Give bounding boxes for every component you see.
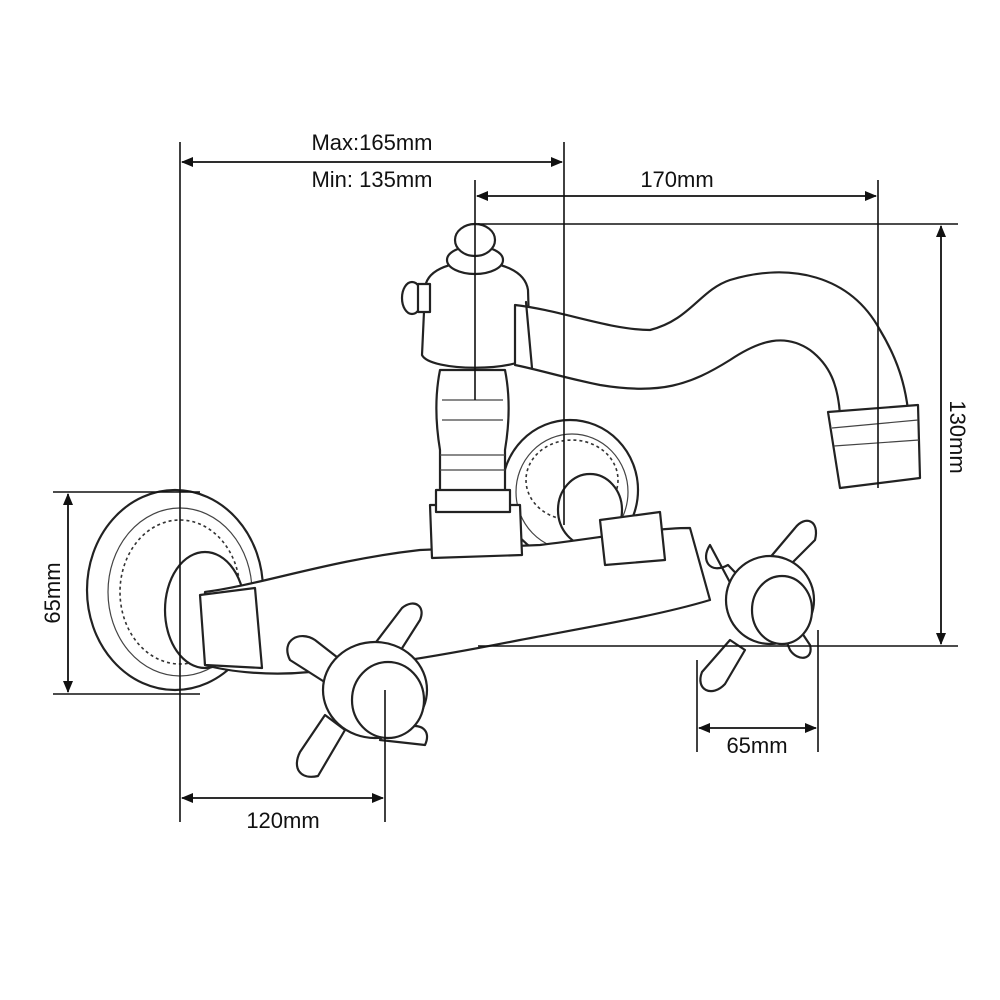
swivel-head — [400, 222, 532, 369]
min-depth-label: Min: 135mm — [311, 167, 432, 192]
reach-label: 170mm — [640, 167, 713, 192]
left-cross-handle — [286, 602, 429, 778]
max-depth-label: Max:165mm — [311, 130, 432, 155]
height-label: 130mm — [945, 400, 970, 473]
aerator — [826, 403, 922, 490]
handle-width-label: 65mm — [726, 733, 787, 758]
right-cross-handle — [699, 519, 818, 693]
faucet-illustration — [85, 222, 922, 778]
handle-offset-label: 120mm — [246, 808, 319, 833]
spout — [513, 271, 910, 417]
spout-ring — [524, 300, 534, 370]
left-collar — [198, 586, 264, 670]
plate-diameter-label: 65mm — [40, 562, 65, 623]
column — [434, 368, 512, 514]
dimensions: Max:165mm Min: 135mm 170mm 130mm 65mm 12… — [40, 130, 970, 833]
right-collar — [598, 510, 667, 567]
